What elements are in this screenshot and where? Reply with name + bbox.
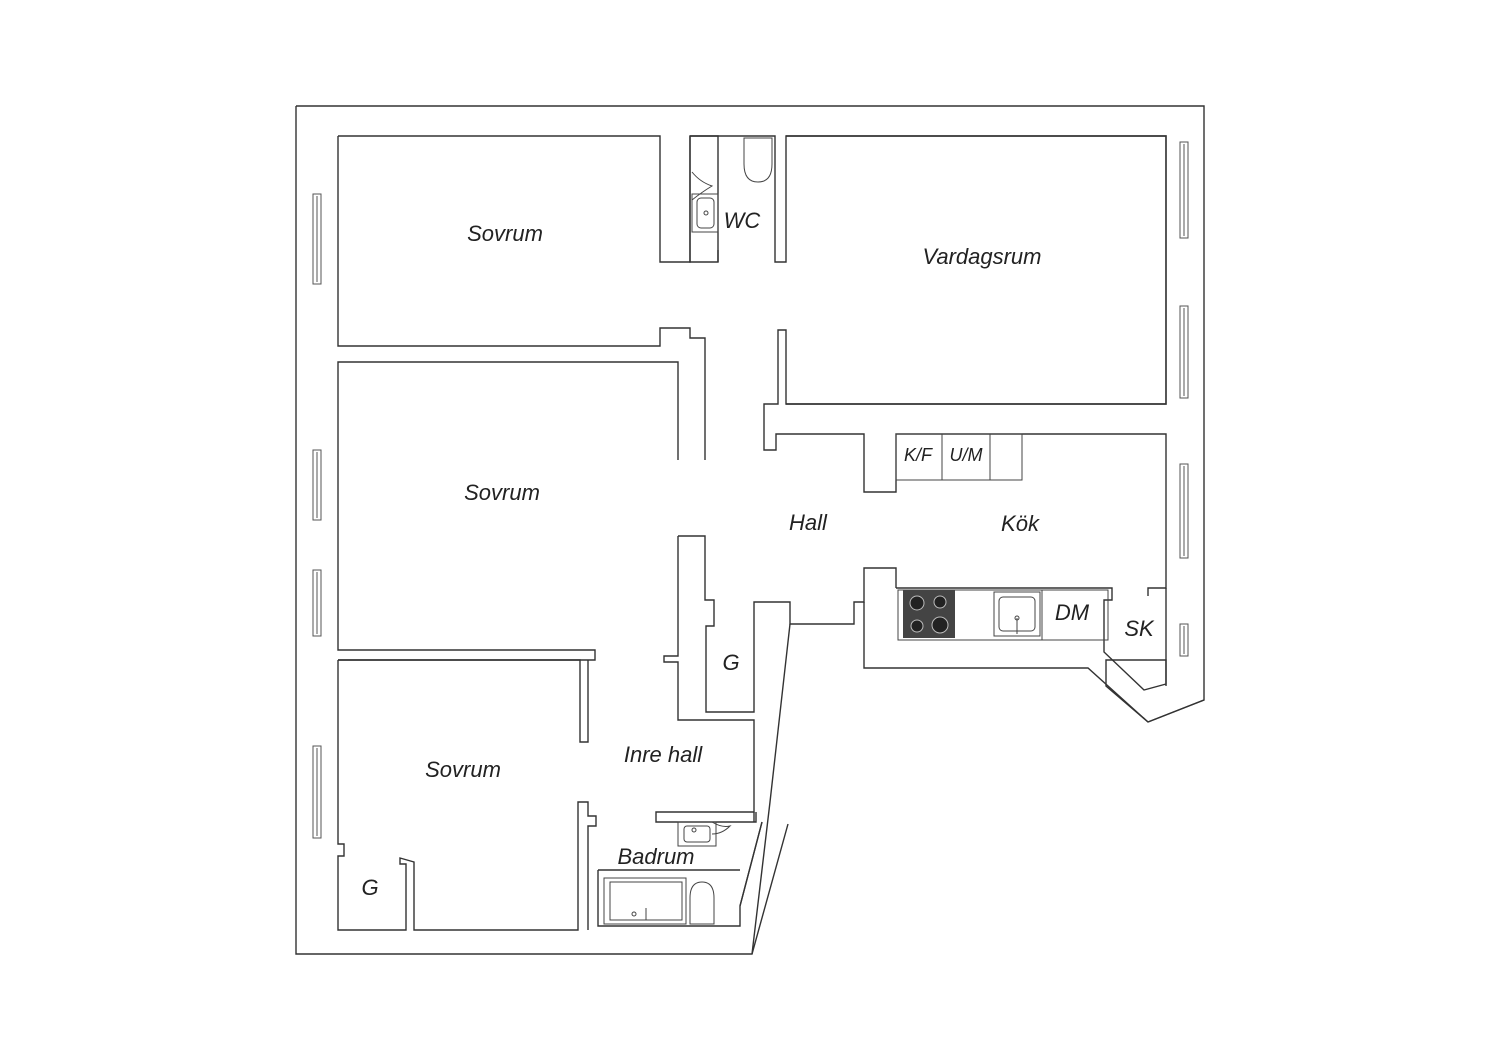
kitchen-upper-cabinets [895,433,1023,481]
kitchen-sink-icon [993,591,1041,637]
kitchen-lower-wall [863,587,1167,723]
room-label-bedroom-middle: Sovrum [464,480,540,505]
bathtub-icon [603,877,687,925]
room-label-living-room: Vardagsrum [922,244,1041,269]
room-label-hall: Hall [789,510,828,535]
outer-wall [295,105,1205,955]
stove-icon [903,590,955,638]
appliance-label-dishwasher: DM [1055,600,1090,625]
room-label-bedroom-bottom: Sovrum [425,757,501,782]
window-icon [312,193,322,839]
room-label-inner-hall: Inre hall [624,742,703,767]
room-label-bedroom-top: Sovrum [467,221,543,246]
toilet-icon [743,137,773,183]
room-label-wardrobe-bedroom: G [361,875,378,900]
toilet-icon [689,881,715,925]
diagonal-wall [739,623,791,955]
bedroom-top-wall [337,135,719,661]
bedroom-bottom-wall [337,659,597,931]
window-icon [1179,141,1189,657]
room-label-wardrobe-hall: G [722,650,739,675]
wc-wall [689,135,1167,596]
appliance-label-fridge-freezer: K/F [904,445,933,465]
appliance-label-oven-microwave: U/M [950,445,983,465]
room-label-bathroom: Badrum [617,844,694,869]
kitchen-counter [897,589,1109,641]
sink-icon [691,171,719,233]
outer-wall-right-lower [1147,699,1205,723]
living-room-wall [786,135,1167,405]
corridor-wall [655,535,897,823]
room-label-wc: WC [724,208,761,233]
room-label-kitchen: Kök [1001,511,1040,536]
sink-icon [677,821,732,847]
appliance-label-cabinet: SK [1124,616,1155,641]
bathroom-wall [597,821,763,927]
